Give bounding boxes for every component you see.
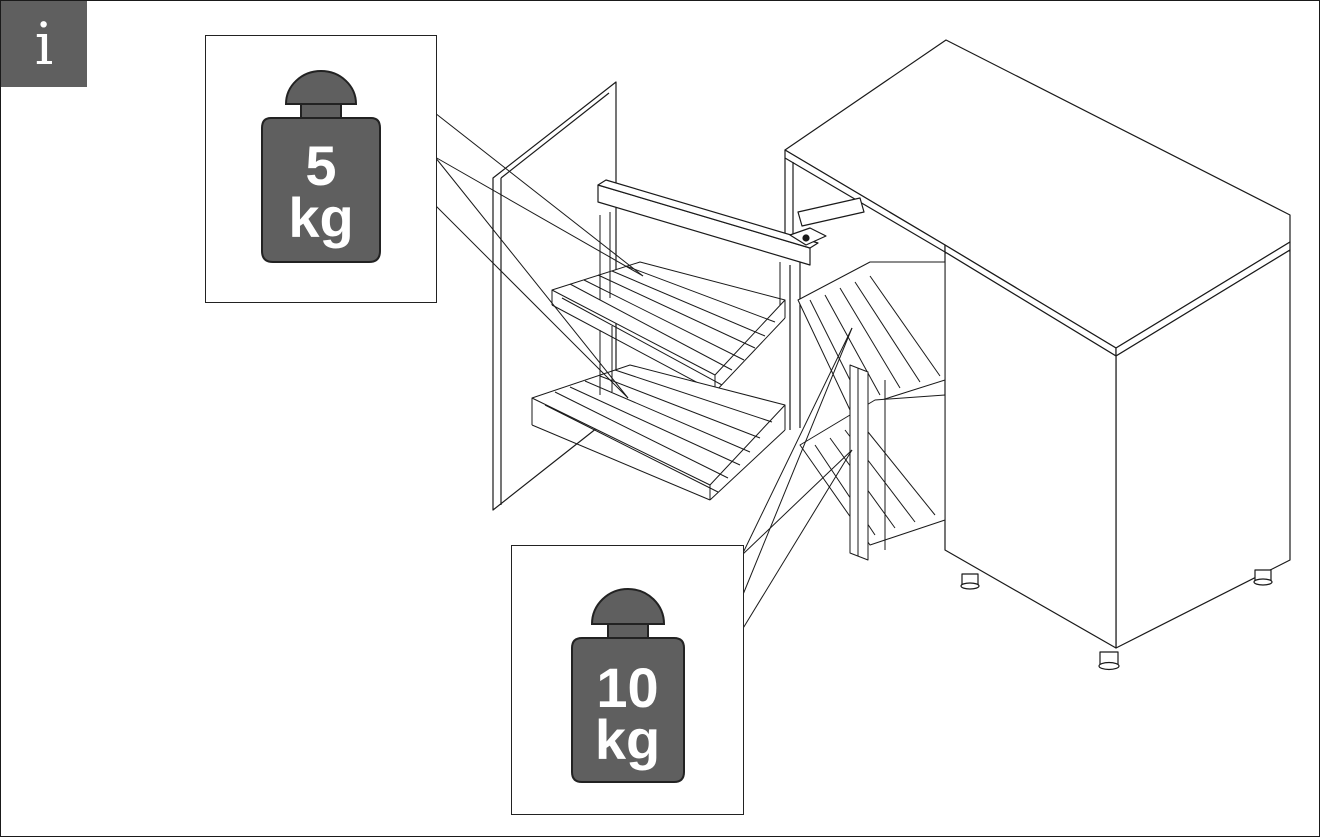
- info-badge: i: [1, 1, 87, 87]
- weight-icon: [261, 70, 381, 263]
- top-runner-rail: [597, 179, 865, 430]
- right-corner-baskets: [797, 261, 946, 561]
- weight-value: 10: [596, 656, 659, 719]
- info-icon: i: [34, 10, 54, 78]
- upper-left-basket: [551, 212, 786, 393]
- lower-left-basket: [531, 326, 786, 501]
- weight-unit: kg: [288, 185, 354, 249]
- callout-leaders: [434, 112, 853, 631]
- weight-label-lower: 10 kg: [512, 656, 743, 771]
- weight-value: 5: [305, 134, 337, 197]
- weight-label-upper: 5 kg: [206, 134, 436, 249]
- load-callout-upper: 5 kg: [205, 35, 437, 303]
- corner-cabinet-body: [784, 39, 1291, 671]
- weight-unit: kg: [594, 707, 661, 771]
- load-callout-lower: 10 kg: [511, 545, 744, 815]
- weight-icon: [571, 588, 685, 783]
